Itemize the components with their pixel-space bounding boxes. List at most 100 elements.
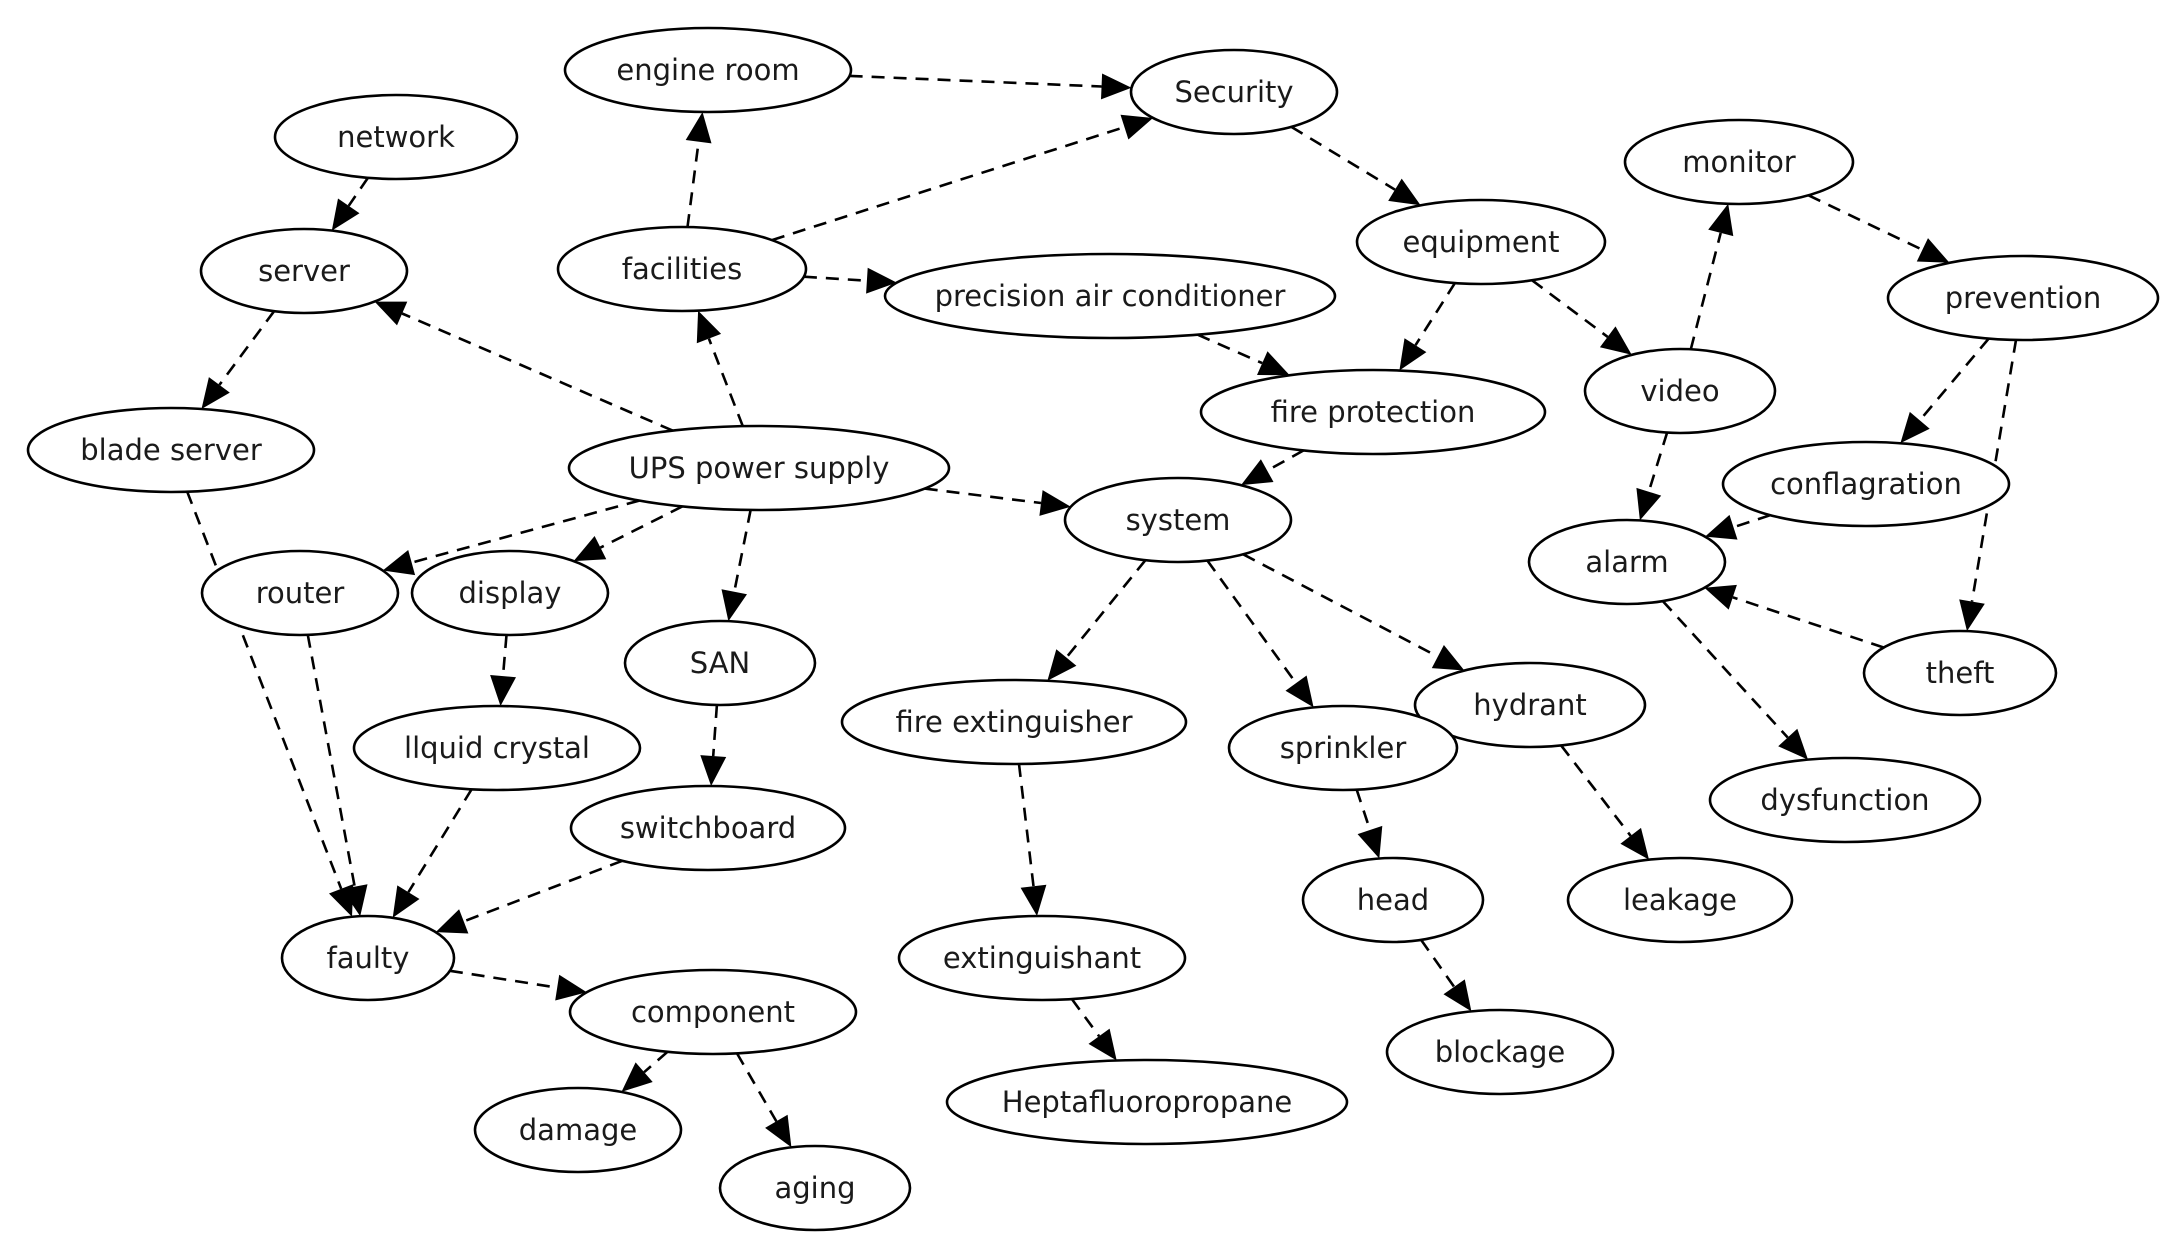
node-shape: [280, 914, 456, 1002]
node-label: theft: [1926, 656, 1995, 690]
node-shape: [568, 968, 858, 1056]
node-label: sprinkler: [1280, 731, 1407, 765]
node-label: blade server: [80, 433, 262, 467]
arrowhead-icon: [1704, 584, 1737, 610]
node-shape: [883, 252, 1337, 340]
node-engine-room: engine room: [563, 26, 853, 114]
node-network: network: [273, 93, 519, 181]
edge-line: [306, 634, 356, 887]
node-shape: [1063, 476, 1293, 564]
node-extinguishant: extinguishant: [897, 914, 1187, 1002]
edge-line: [449, 969, 558, 989]
edge-line: [707, 338, 745, 427]
node-ups: UPS power supply: [567, 424, 951, 512]
node-shape: [1413, 661, 1647, 749]
arrowhead-icon: [1020, 884, 1047, 916]
node-security: Security: [1129, 48, 1339, 136]
node-alarm: alarm: [1527, 518, 1727, 606]
node-server: server: [199, 227, 409, 315]
edge-line: [401, 312, 674, 432]
arrowhead-icon: [1636, 487, 1662, 521]
arrowhead-icon: [1088, 1028, 1117, 1061]
edge-line: [1807, 194, 1923, 251]
edge-ups-to-display: [573, 505, 683, 562]
edge-component-to-damage: [621, 1050, 669, 1092]
node-label: switchboard: [620, 811, 796, 845]
edge-security-to-equipment: [1290, 125, 1421, 206]
edge-line: [1560, 744, 1632, 837]
arrowhead-icon: [1443, 979, 1472, 1012]
node-label: aging: [774, 1171, 855, 1205]
edge-layer: [185, 73, 2018, 1148]
node-system: system: [1063, 476, 1293, 564]
arrowhead-icon: [1900, 411, 1930, 444]
arrowhead-icon: [1708, 203, 1734, 237]
node-precision-ac: precision air conditioner: [883, 252, 1337, 340]
node-label: UPS power supply: [629, 451, 890, 485]
edge-line: [501, 634, 508, 677]
edge-line: [1661, 600, 1789, 739]
arrowhead-icon: [1285, 675, 1314, 708]
node-label: llquid crystal: [404, 731, 590, 765]
arrowhead-icon: [1120, 114, 1153, 140]
edge-display-to-liquid_crystal: [490, 634, 516, 706]
node-label: leakage: [1623, 883, 1737, 917]
edge-monitor-to-prevention: [1807, 194, 1950, 263]
edge-line: [411, 499, 640, 564]
edge-line: [1689, 232, 1722, 350]
node-display: display: [410, 549, 610, 637]
arrowhead-icon: [573, 536, 607, 562]
edge-fire_protection-to-system: [1241, 449, 1305, 486]
node-label: prevention: [1945, 281, 2101, 315]
node-router: router: [200, 549, 400, 637]
edge-line: [1065, 559, 1147, 659]
node-shape: [1301, 856, 1485, 944]
edge-line: [1647, 432, 1669, 493]
arrowhead-icon: [1916, 238, 1950, 263]
node-conflagration: conflagration: [1721, 440, 2011, 528]
edge-line: [686, 141, 700, 228]
node-video: video: [1583, 347, 1777, 435]
node-prevention: prevention: [1886, 254, 2160, 342]
node-shape: [1527, 518, 1727, 606]
edge-line: [849, 74, 1102, 88]
node-blockage: blockage: [1385, 1008, 1615, 1096]
node-head: head: [1301, 856, 1485, 944]
arrowhead-icon: [1705, 514, 1738, 540]
node-fire-protection: fire protection: [1199, 368, 1547, 456]
edge-line: [1206, 559, 1298, 684]
edge-ups-to-router: [382, 499, 640, 576]
node-hydrant: hydrant: [1413, 661, 1647, 749]
edge-alarm-to-dysfunction: [1661, 600, 1808, 760]
edge-san-to-switchboard: [700, 704, 727, 786]
node-shape: [1227, 704, 1459, 792]
node-label: engine room: [616, 53, 799, 87]
arrowhead-icon: [700, 755, 727, 786]
node-label: router: [256, 576, 345, 610]
node-label: precision air conditioner: [935, 279, 1286, 313]
node-label: head: [1357, 883, 1429, 917]
node-shape: [569, 784, 847, 872]
node-label: Security: [1174, 75, 1293, 109]
node-label: alarm: [1585, 545, 1668, 579]
node-component: component: [568, 968, 858, 1056]
edge-line: [1414, 282, 1456, 346]
node-shape: [200, 549, 400, 637]
arrowhead-icon: [1778, 728, 1808, 760]
node-label: fire protection: [1271, 395, 1476, 429]
node-label: video: [1640, 374, 1719, 408]
node-label: facilities: [622, 252, 742, 286]
node-liquid-crystal: llquid crystal: [352, 704, 642, 792]
node-shape: [1623, 118, 1855, 206]
node-shape: [352, 704, 642, 792]
node-theft: theft: [1862, 629, 2058, 717]
node-fire-extinguisher: fire extinguisher: [840, 678, 1188, 766]
node-shape: [26, 406, 316, 494]
node-label: system: [1126, 503, 1231, 537]
edge-line: [347, 177, 369, 207]
node-shape: [556, 225, 808, 313]
edge-precision_ac-to-fire_protection: [1197, 333, 1290, 376]
node-shape: [410, 549, 610, 637]
node-label: network: [337, 120, 455, 154]
edge-line: [924, 487, 1042, 505]
